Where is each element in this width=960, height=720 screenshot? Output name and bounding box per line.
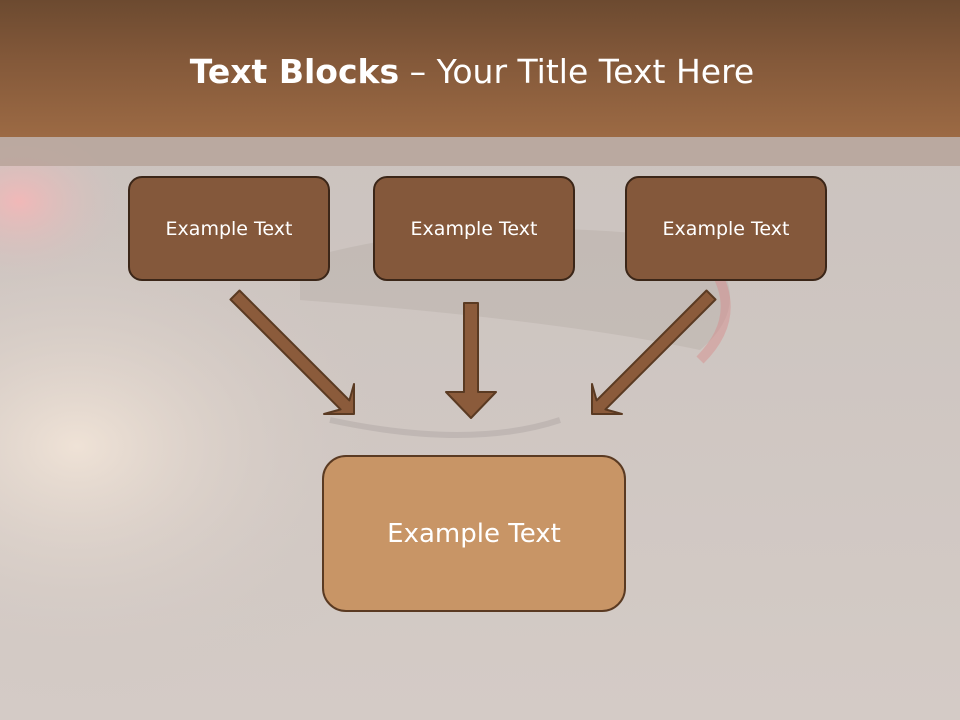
header-bar	[0, 0, 960, 137]
page-title: Text Blocks – Your Title Text Here	[0, 52, 944, 91]
title-rest: – Your Title Text Here	[399, 52, 755, 91]
text-block-bottom-label: Example Text	[387, 518, 561, 549]
arrow-left	[229, 289, 355, 415]
text-block-bottom: Example Text	[322, 455, 626, 612]
text-block-right: Example Text	[625, 176, 827, 281]
text-block-center: Example Text	[373, 176, 575, 281]
header-band	[0, 137, 960, 166]
arrow-center	[445, 302, 497, 419]
text-block-left-label: Example Text	[165, 217, 293, 240]
text-block-left: Example Text	[128, 176, 330, 281]
text-block-right-label: Example Text	[662, 217, 790, 240]
title-bold: Text Blocks	[189, 52, 400, 91]
text-block-center-label: Example Text	[410, 217, 538, 240]
arrow-right	[591, 289, 717, 415]
